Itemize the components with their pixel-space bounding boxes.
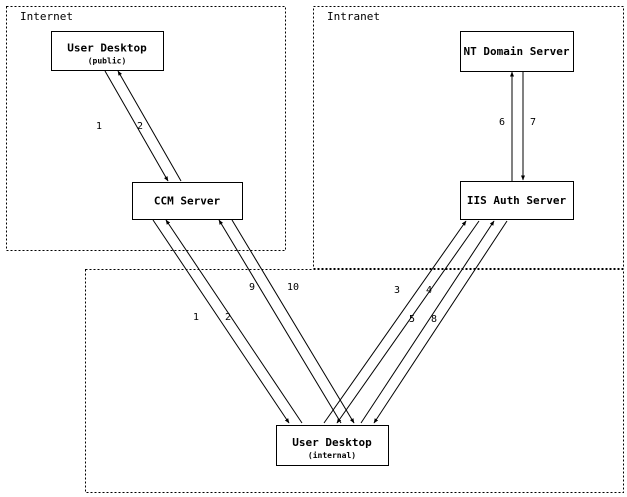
node-title-user-desktop-internal: User Desktop bbox=[292, 436, 372, 449]
flow-arrow-flow-5 bbox=[360, 220, 495, 424]
flow-step-label-flow-6: 6 bbox=[499, 117, 505, 128]
zone-boundary-internet bbox=[6, 6, 286, 251]
zone-intranet: Intranet bbox=[313, 6, 624, 269]
node-box-nt-domain-server[interactable] bbox=[460, 31, 574, 72]
node-ccm-server[interactable]: CCM Server bbox=[132, 182, 243, 220]
flow-step-label-flow-2-internal: 2 bbox=[225, 312, 231, 323]
zone-internet: Internet bbox=[6, 6, 286, 251]
node-title-ccm-server: CCM Server bbox=[154, 195, 221, 208]
node-nt-domain-server[interactable]: NT Domain Server bbox=[460, 31, 574, 72]
zone-label-internet: Internet bbox=[20, 10, 73, 23]
node-box-ccm-server[interactable] bbox=[132, 182, 243, 220]
node-title-user-desktop-public: User Desktop bbox=[67, 42, 147, 55]
flow-step-label-flow-7: 7 bbox=[530, 117, 536, 128]
flows-layer bbox=[104, 70, 525, 424]
flow-arrow-flow-2-internal bbox=[165, 219, 303, 424]
flow-step-label-flow-8: 8 bbox=[431, 314, 437, 325]
zones-layer: Internet Intranet bbox=[6, 6, 624, 493]
flow-step-label-flow-9: 9 bbox=[249, 282, 255, 293]
flow-arrow-flow-1-internal bbox=[152, 219, 290, 424]
node-title-nt-domain-server: NT Domain Server bbox=[464, 45, 570, 58]
flow-arrow-flow-10 bbox=[231, 219, 355, 424]
zone-internal bbox=[85, 269, 624, 493]
flow-labels-layer: 1 2 1 2 9 10 3 4 5 8 6 7 bbox=[96, 117, 536, 325]
flow-arrow-flow-1-public bbox=[104, 70, 169, 182]
node-iis-auth-server[interactable]: IIS Auth Server bbox=[460, 181, 574, 220]
flow-arrow-flow-9 bbox=[218, 219, 342, 424]
node-box-iis-auth-server[interactable] bbox=[460, 181, 574, 220]
flow-arrow-flow-2-public bbox=[117, 70, 182, 182]
flow-step-label-flow-3: 3 bbox=[394, 285, 400, 296]
node-box-user-desktop-public[interactable] bbox=[51, 31, 164, 71]
flow-step-label-flow-1-internal: 1 bbox=[193, 312, 199, 323]
zone-boundary-internal bbox=[85, 269, 624, 493]
node-user-desktop-internal[interactable]: User Desktop(internal) bbox=[276, 425, 389, 466]
flow-arrow-flow-4 bbox=[336, 220, 480, 424]
flow-step-label-flow-4: 4 bbox=[426, 285, 432, 296]
flow-step-label-flow-5: 5 bbox=[409, 314, 415, 325]
node-box-user-desktop-internal[interactable] bbox=[276, 425, 389, 466]
node-subtitle-user-desktop-public: (public) bbox=[88, 56, 127, 66]
flow-step-label-flow-10: 10 bbox=[287, 282, 299, 293]
flow-arrow-flow-8 bbox=[373, 220, 508, 424]
node-subtitle-user-desktop-internal: (internal) bbox=[308, 450, 356, 460]
flow-step-label-flow-1-public: 1 bbox=[96, 121, 102, 132]
flow-step-label-flow-2-public: 2 bbox=[137, 121, 143, 132]
zone-boundary-intranet bbox=[313, 6, 624, 269]
zone-label-intranet: Intranet bbox=[327, 10, 380, 23]
node-title-iis-auth-server: IIS Auth Server bbox=[467, 194, 567, 207]
node-user-desktop-public[interactable]: User Desktop(public) bbox=[51, 31, 164, 71]
flow-arrow-flow-3 bbox=[323, 220, 467, 424]
